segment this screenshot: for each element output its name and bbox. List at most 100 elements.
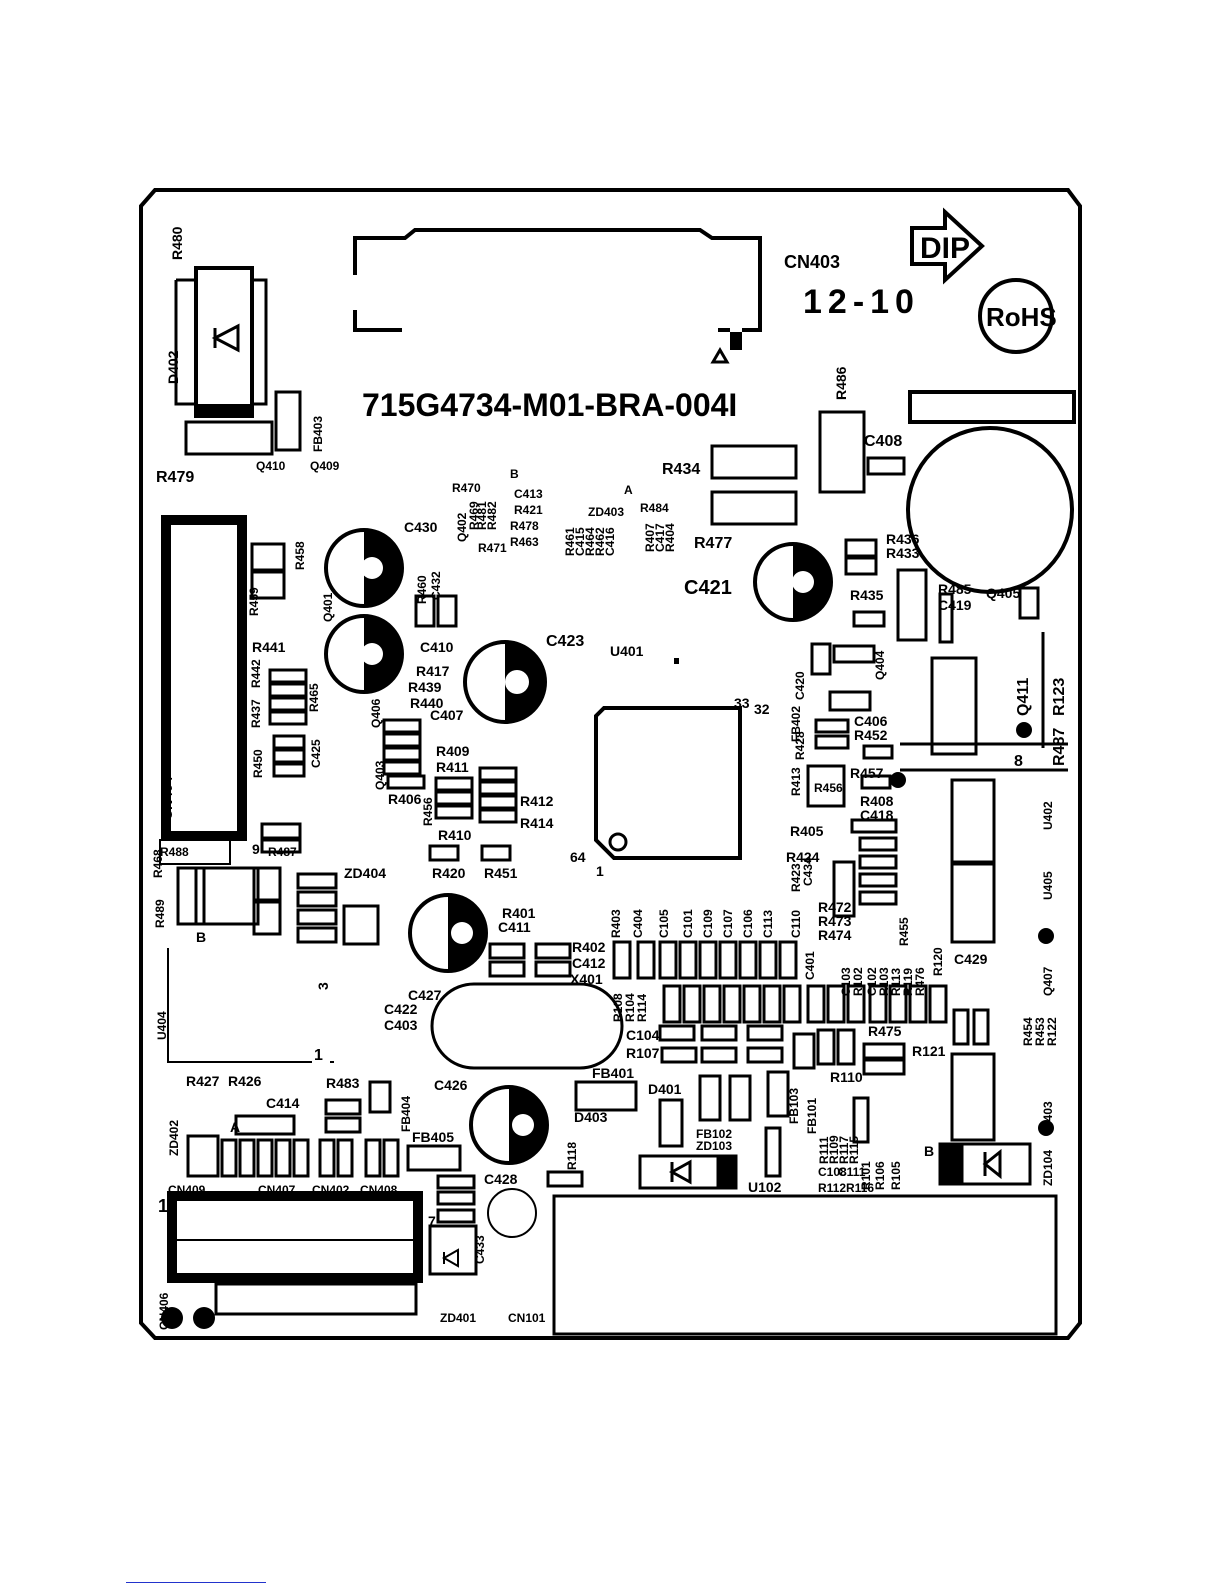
- smd-pad: [832, 644, 876, 664]
- ref-zd104: ZD104: [1041, 1150, 1055, 1186]
- ref-r101: R101: [859, 1161, 873, 1190]
- ref-c412: C412: [572, 955, 606, 971]
- smd-pad: [816, 1028, 836, 1066]
- mark-b-zd104: B: [924, 1143, 934, 1159]
- ref-q404: Q404: [873, 650, 887, 680]
- ref-c401: C401: [803, 951, 817, 980]
- ref-r486: R486: [833, 366, 849, 400]
- ref-r408: R408: [860, 793, 894, 809]
- ref-r110: R110: [830, 1069, 863, 1085]
- ref-r469: R469: [467, 501, 481, 530]
- smd-pad: [952, 1008, 970, 1046]
- ref-c425: C425: [309, 739, 323, 768]
- ref-r409: R409: [436, 743, 470, 759]
- ref-r452: R452: [854, 727, 888, 743]
- ref-r421: R421: [514, 503, 543, 517]
- ref-c106: C106: [741, 909, 755, 938]
- ref-c407: C407: [430, 707, 464, 723]
- ref-r489: R489: [153, 899, 167, 928]
- ref-r476: R476: [913, 967, 927, 996]
- ref-cn403: CN403: [784, 252, 840, 272]
- smd-pad: [436, 1174, 476, 1190]
- ref-r406: R406: [388, 791, 422, 807]
- smd-pad: [250, 542, 286, 572]
- smd-pad: [186, 1134, 220, 1178]
- ref-r118: R118: [565, 1142, 579, 1170]
- smd-pad: [662, 984, 682, 1024]
- smd-pad: [700, 1046, 738, 1064]
- smd-pad: [868, 984, 888, 1024]
- ref-r436: R436: [886, 531, 920, 547]
- ref-r119: R119: [901, 968, 915, 996]
- ref-fb402: FB402: [789, 706, 803, 742]
- ref-r411: R411: [436, 759, 469, 775]
- ref-cn101: CN101: [508, 1311, 546, 1325]
- ref-zd401: ZD401: [440, 1311, 476, 1325]
- ref-r102: R102: [851, 967, 865, 996]
- smd-pad: [488, 942, 526, 960]
- ref-r121: R121: [912, 1043, 946, 1059]
- smd-pad: [860, 774, 892, 790]
- ref-r115: R115: [847, 1136, 861, 1164]
- smd-pad: [268, 668, 308, 684]
- smd-pad: [272, 734, 306, 750]
- smd-pad: [250, 570, 286, 600]
- ref-fb404: FB404: [399, 1096, 413, 1132]
- smd-pad: [428, 844, 460, 862]
- smd-pad: [296, 872, 338, 890]
- ref-r487: R487: [1051, 728, 1068, 766]
- ref-c429: C429: [954, 951, 988, 967]
- smd-pad: [612, 940, 632, 980]
- ref-zd404: ZD404: [344, 865, 386, 881]
- smd-pad: [194, 866, 260, 926]
- ref-u404: U404: [155, 1011, 169, 1040]
- ref-c113: C113: [761, 910, 775, 938]
- smd-pad: [434, 804, 474, 820]
- smd-pad: [742, 984, 762, 1024]
- ic-pin-64: 64: [570, 849, 586, 865]
- ref-c110: C110: [789, 910, 803, 938]
- ref-r413: R413: [789, 767, 803, 796]
- smd-pad: [852, 1096, 870, 1144]
- ref-fb103: FB103: [787, 1088, 801, 1124]
- ref-c415: C415: [573, 527, 587, 556]
- ref-c421: C421: [684, 577, 732, 599]
- ref-r439: R439: [408, 679, 442, 695]
- smd-pad: [342, 904, 380, 946]
- ic-pin-32: 32: [754, 701, 770, 717]
- ref-c434: C434: [801, 857, 815, 886]
- ref-c420: C420: [793, 671, 807, 700]
- ref-r479: R479: [156, 469, 194, 486]
- smd-pad: [636, 940, 656, 980]
- ic-pin-33: 33: [734, 695, 750, 711]
- ref-r473: R473: [818, 913, 852, 929]
- ref-cn409: CN409: [168, 1183, 206, 1197]
- ref-c422: C422: [384, 1001, 418, 1017]
- ref-q403: Q403: [373, 760, 387, 790]
- smd-pad: [778, 940, 798, 980]
- smd-pad: [908, 984, 928, 1024]
- ref-r435: R435: [850, 587, 884, 603]
- ref-u401: U401: [610, 643, 644, 659]
- ref-r459: R459: [247, 587, 261, 616]
- smd-pad: [814, 718, 850, 734]
- mark-b: B: [196, 929, 206, 945]
- ref-r113: R113: [889, 968, 903, 996]
- smd-pad: [272, 762, 306, 778]
- ref-fb405: FB405: [412, 1129, 454, 1145]
- ref-cn408: CN408: [360, 1183, 398, 1197]
- ref-r410: R410: [438, 827, 472, 843]
- ref-cn402: CN402: [312, 1183, 350, 1197]
- ref-r412: R412: [520, 793, 554, 809]
- smd-pad: [806, 984, 826, 1024]
- ref-r465: R465: [307, 683, 321, 712]
- ref-r117: R117: [837, 1136, 851, 1164]
- smd-pad: [858, 872, 898, 888]
- ref-fb101: FB101: [805, 1098, 819, 1134]
- smd-pad: [574, 1080, 638, 1112]
- smd-pad: [698, 1074, 722, 1122]
- smd-pad: [658, 1098, 684, 1148]
- ref-r454: R454: [1021, 1017, 1035, 1046]
- smd-pad: [368, 1080, 392, 1114]
